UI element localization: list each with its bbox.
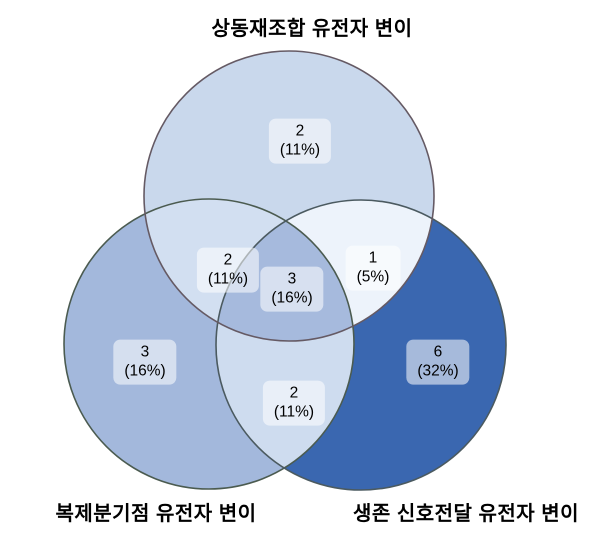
venn-label-center: 3 (16%) bbox=[260, 266, 324, 312]
percent-value: (16%) bbox=[124, 363, 166, 380]
set-label-bottom-right: 생존 신호전달 유전자 변이 bbox=[352, 503, 580, 525]
venn-circle-top-outline bbox=[143, 50, 435, 342]
venn-label-top-right: 1 (5%) bbox=[345, 245, 401, 291]
venn-label-top-only: 2 (11%) bbox=[268, 118, 332, 164]
percent-value: (5%) bbox=[356, 269, 390, 286]
count-value: 1 bbox=[368, 249, 378, 267]
count-value: 2 bbox=[295, 122, 305, 140]
count-value: 2 bbox=[223, 251, 233, 269]
venn-label-left-right: 2 (11%) bbox=[262, 380, 326, 426]
count-value: 2 bbox=[289, 384, 299, 402]
set-label-bottom-left: 복제분기점 유전자 변이 bbox=[55, 503, 257, 525]
set-label-top: 상동재조합 유전자 변이 bbox=[211, 18, 413, 40]
count-value: 3 bbox=[140, 343, 150, 361]
percent-value: (11%) bbox=[207, 271, 249, 288]
count-value: 6 bbox=[433, 343, 443, 361]
percent-value: (16%) bbox=[271, 290, 313, 307]
count-value: 3 bbox=[287, 270, 297, 288]
venn-label-top-left: 2 (11%) bbox=[196, 247, 260, 293]
venn-label-right-only: 6 (32%) bbox=[406, 339, 470, 385]
percent-value: (11%) bbox=[279, 142, 321, 159]
venn-circle-left-outline bbox=[63, 198, 355, 490]
percent-value: (32%) bbox=[417, 363, 459, 380]
percent-value: (11%) bbox=[273, 404, 315, 421]
venn-circle-right-outline bbox=[215, 199, 507, 491]
venn-label-left-only: 3 (16%) bbox=[113, 339, 177, 385]
